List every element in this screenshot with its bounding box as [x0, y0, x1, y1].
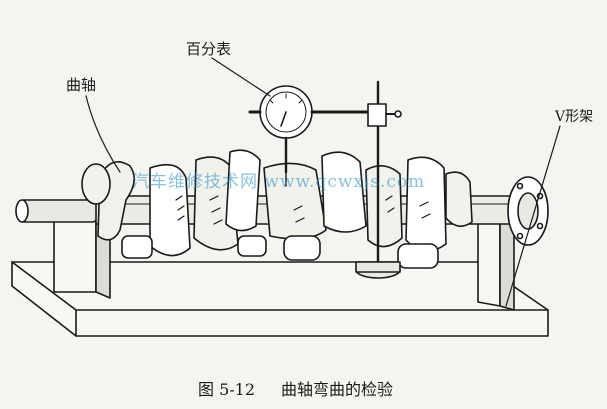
- leader-lines: [85, 57, 561, 307]
- dial-gauge-label: 百分表: [186, 40, 232, 58]
- right-v-block: [477, 203, 515, 311]
- crankshaft-label: 曲轴: [66, 76, 97, 94]
- dial-gauge: [248, 85, 372, 187]
- figure-number: 图 5-12: [198, 380, 256, 399]
- crankshaft: [15, 149, 549, 269]
- figure-caption: 图 5-12 曲轴弯曲的检验: [198, 376, 419, 400]
- watermark-text: 汽车维修技术网 www.qcwxjs.com: [132, 172, 426, 192]
- figure-title: 曲轴弯曲的检验: [281, 380, 394, 399]
- v-block-label: V形架: [555, 109, 594, 125]
- gauge-stand: [355, 80, 402, 279]
